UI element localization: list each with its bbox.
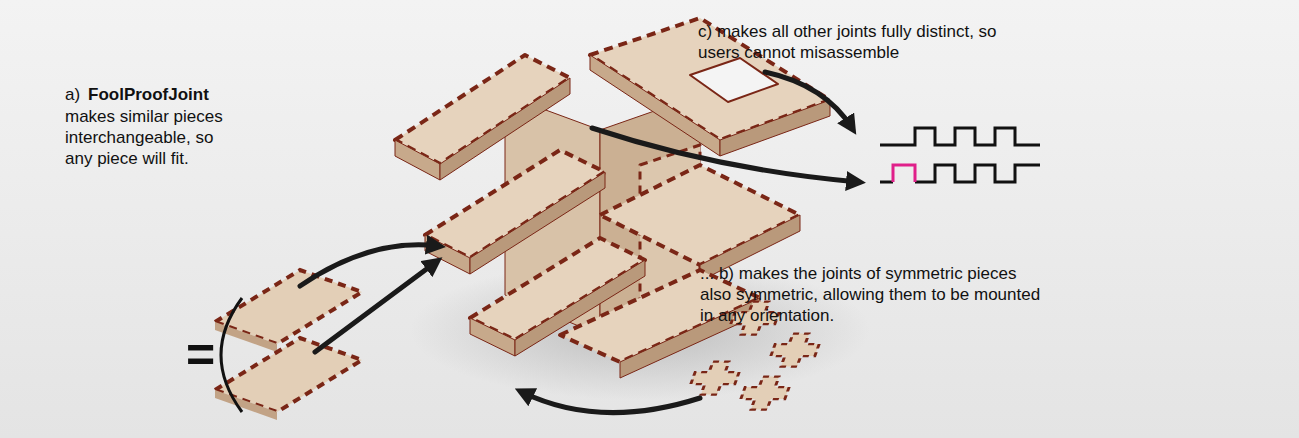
callout-note: makes similar pieces interchangeable, so… — [65, 106, 227, 169]
callout-note: ... b) makes the joints of symmetric pie… — [700, 263, 1048, 326]
loose-pieces — [215, 270, 362, 420]
joint-profile — [880, 165, 1040, 182]
callout-note: c) makes all other joints fully distinct… — [698, 21, 1033, 63]
bracket — [221, 298, 242, 412]
equals-sign: = — [186, 330, 226, 380]
leader-arrows — [300, 72, 858, 413]
distinct-finger — [893, 165, 915, 182]
method-name: FoolProofJoint — [88, 84, 248, 105]
joint-profile — [880, 128, 1040, 145]
